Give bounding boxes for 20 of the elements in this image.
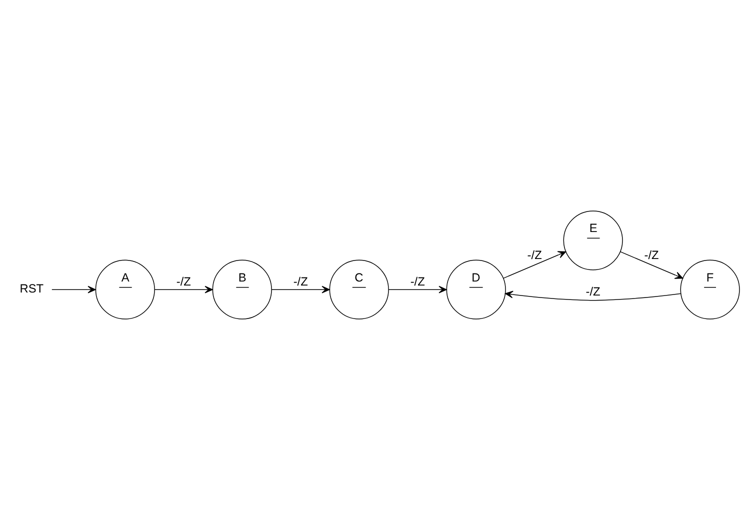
- edge-label: -/Z: [586, 284, 600, 298]
- arrow: [271, 285, 330, 293]
- arrow: [620, 250, 684, 278]
- node-circle: F: [680, 259, 740, 319]
- node-circle: A: [95, 259, 155, 319]
- arrow: [154, 285, 213, 293]
- edge-label: -/Z: [527, 247, 542, 262]
- arrow: [502, 250, 566, 278]
- node-text: RST: [20, 280, 44, 295]
- node-circle: B: [212, 259, 272, 319]
- edge-label: -/Z: [176, 274, 191, 288]
- node-circle: C: [329, 259, 389, 319]
- arrow: [388, 285, 447, 293]
- node-circle: D: [446, 259, 506, 319]
- edge-label: -/Z: [410, 274, 425, 288]
- edge-label: -/Z: [293, 274, 308, 288]
- node-circle: E: [563, 210, 623, 270]
- arrow: [504, 290, 682, 300]
- arrow: [52, 285, 96, 293]
- edge-label: -/Z: [644, 247, 659, 262]
